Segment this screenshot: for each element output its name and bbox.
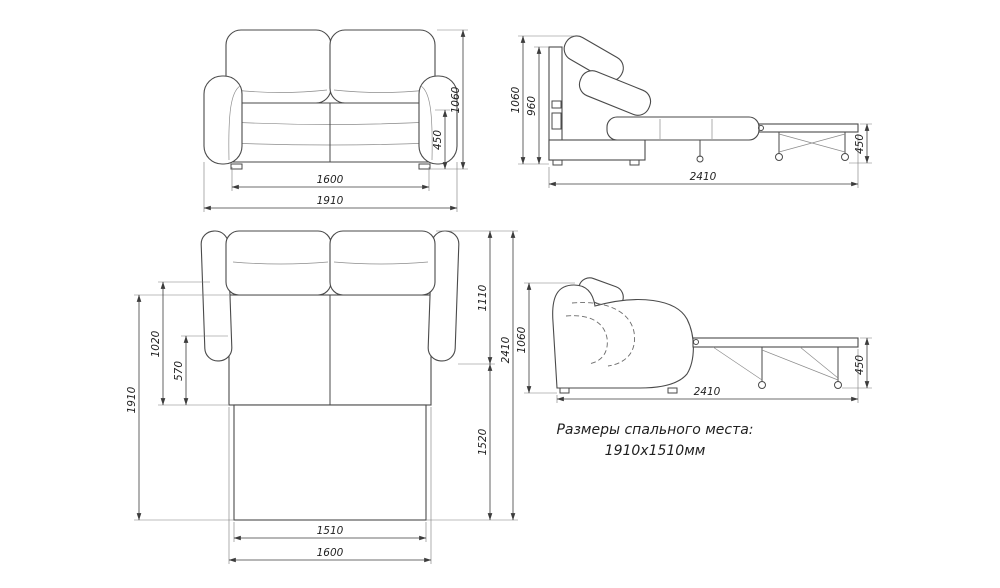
- dim-label-top-570: 570: [173, 361, 185, 381]
- hidden-bed-mechanism: [571, 302, 636, 367]
- hinge-pin: [693, 339, 699, 345]
- extension-lines: [518, 35, 872, 188]
- wheel: [841, 153, 849, 161]
- foot: [667, 387, 678, 394]
- pulled-out-bed: [233, 404, 427, 521]
- cushion-seam: [333, 261, 429, 265]
- note-line-2: 1910х1510мм: [605, 443, 706, 459]
- armrest-inner-edge: [420, 85, 433, 161]
- armrest-left: [203, 75, 243, 165]
- dim-label-sideext-1060: 1060: [516, 326, 528, 353]
- base-box: [548, 139, 646, 161]
- fold-out-frame: [692, 337, 859, 348]
- dim-label-sideunf-450: 450: [854, 134, 866, 154]
- back-cushion-right-top: [329, 230, 436, 296]
- side-view-extended: [552, 277, 859, 394]
- wheel: [758, 381, 766, 389]
- dim-label-front-1600: 1600: [317, 174, 344, 186]
- hinge-pin: [758, 125, 764, 131]
- foot: [552, 159, 563, 166]
- dim-label-sideunf-1060: 1060: [510, 86, 522, 113]
- dim-label-sideext-450: 450: [854, 355, 866, 375]
- dim-label-top-1910: 1910: [126, 386, 138, 413]
- extension-lines: [203, 29, 468, 212]
- foot: [230, 163, 243, 170]
- dim-label-top-1520: 1520: [477, 428, 489, 455]
- cushion-seam: [233, 89, 328, 93]
- side-view-unfolded: [548, 35, 859, 166]
- foot: [629, 159, 640, 166]
- dim-label-top-1110: 1110: [477, 284, 489, 311]
- dim-label-sideext-2410: 2410: [694, 386, 721, 398]
- front-view-dimensions: 1600 1910 450 1060: [203, 29, 468, 212]
- extension-lines: [134, 230, 518, 564]
- wheel: [775, 153, 783, 161]
- armrest-inner-edge: [228, 85, 241, 161]
- dim-label-top-1510: 1510: [317, 525, 344, 537]
- dim-label-front-1910: 1910: [317, 195, 344, 207]
- dim-label-top-2410: 2410: [500, 336, 512, 363]
- sleeping-area-note: Размеры спального места: 1910х1510мм: [556, 422, 753, 459]
- cushion-seam: [333, 89, 429, 93]
- back-cushion-lower: [578, 70, 652, 116]
- foot: [418, 163, 431, 170]
- hinge-plate: [551, 100, 562, 109]
- foot: [559, 387, 570, 394]
- mattress-section: [606, 116, 760, 141]
- dim-label-front-450: 450: [432, 130, 444, 150]
- armrest-left-top: [200, 230, 233, 362]
- truss-brace: [712, 346, 763, 381]
- dim-label-top-1600: 1600: [317, 547, 344, 559]
- front-view: [203, 29, 458, 170]
- dim-label-front-1060: 1060: [450, 86, 462, 113]
- dim-label-sideunf-960: 960: [526, 96, 538, 116]
- truss-brace: [799, 346, 839, 379]
- side-view-unfolded-dimensions: 1060 960 2410 450: [510, 35, 872, 188]
- sofa-profile-body: [552, 284, 694, 389]
- support-wheel: [696, 155, 704, 163]
- hidden-bed-mechanism: [565, 315, 608, 365]
- top-view-dimensions: 570 1020 1910 1110 1520 2410 1510 1600: [126, 230, 518, 564]
- fold-out-frame: [758, 123, 859, 133]
- dim-label-sideunf-2410: 2410: [690, 171, 717, 183]
- note-line-1: Размеры спального места:: [556, 422, 753, 438]
- cushion-seam: [232, 261, 329, 265]
- truss-brace: [761, 349, 839, 381]
- hinge-plate: [551, 112, 562, 130]
- dim-label-top-1020: 1020: [150, 330, 162, 357]
- side-view-extended-dimensions: 1060 2410 450: [516, 282, 872, 403]
- back-cushion-upper: [563, 35, 624, 82]
- top-view-unfolded: [200, 230, 460, 521]
- cross-brace: [778, 133, 846, 153]
- wheel: [834, 381, 842, 389]
